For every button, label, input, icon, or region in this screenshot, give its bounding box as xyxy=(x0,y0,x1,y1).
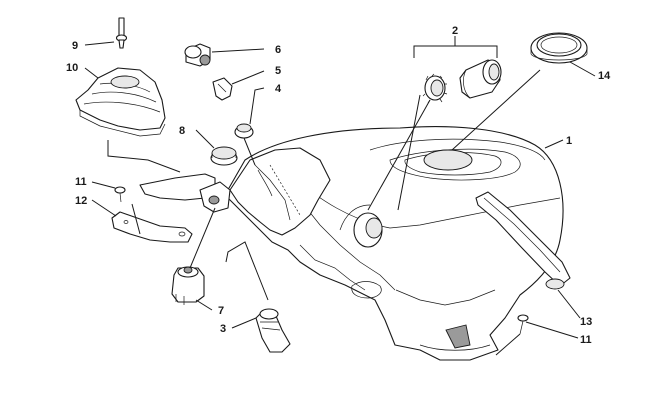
filler-neck-assembly-part-2 xyxy=(422,59,502,104)
grommet-part-4 xyxy=(234,123,254,139)
lock-nut-part-8 xyxy=(210,146,238,166)
tank-front-shroud xyxy=(229,147,331,236)
ignition-cap-part-6 xyxy=(184,43,211,67)
ignition-bracket xyxy=(139,173,231,213)
callout-3: 3 xyxy=(220,323,226,335)
screw-part-11-right xyxy=(517,314,529,335)
callout-14: 14 xyxy=(598,70,611,82)
sensor-part-3 xyxy=(255,308,291,353)
callout-11-left: 11 xyxy=(75,176,87,188)
callout-7: 7 xyxy=(218,305,224,317)
callout-labels: 9 10 6 5 4 8 11 12 7 3 2 1 14 13 11 xyxy=(66,25,611,346)
callout-1: 1 xyxy=(566,135,572,147)
retainer-strap-part-13 xyxy=(475,191,571,290)
mount-bracket-part-12 xyxy=(111,211,193,243)
callout-9: 9 xyxy=(72,40,78,52)
ignition-switch-part-7 xyxy=(171,266,205,305)
rivet-part-9 xyxy=(115,17,128,49)
callout-11-right: 11 xyxy=(580,334,592,346)
callout-8: 8 xyxy=(179,125,185,137)
callout-4: 4 xyxy=(275,83,282,95)
callout-2: 2 xyxy=(452,25,458,37)
callout-12: 12 xyxy=(75,195,87,207)
callout-5: 5 xyxy=(275,65,281,77)
ignition-key-part-5 xyxy=(212,77,233,101)
callout-10: 10 xyxy=(66,62,78,74)
screw-part-11-left xyxy=(114,186,126,203)
callout-13: 13 xyxy=(580,316,592,328)
shift-boot-part-10 xyxy=(75,67,166,137)
callout-6: 6 xyxy=(275,44,281,56)
leader-lines xyxy=(84,36,596,356)
fuel-cap-ring-part-14 xyxy=(530,32,588,64)
